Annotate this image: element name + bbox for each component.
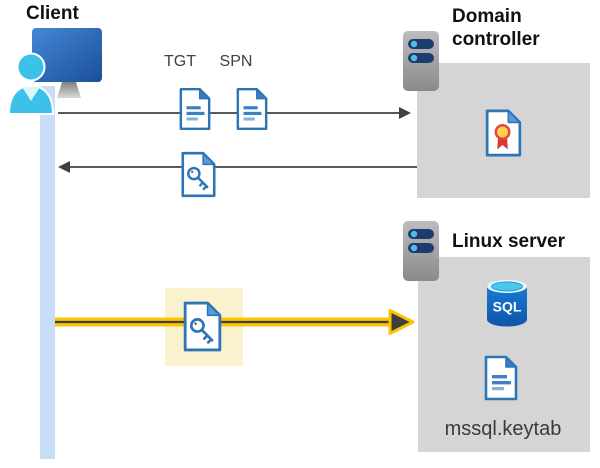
keytab-document-icon xyxy=(483,354,519,402)
key-document-icon xyxy=(180,150,217,199)
client-lifeline xyxy=(40,86,55,459)
key-document-highlighted-icon xyxy=(182,300,223,353)
spn-label: SPN xyxy=(219,53,253,70)
tgt-label: TGT xyxy=(164,53,196,70)
arrow-ticket-request xyxy=(58,107,411,119)
linux-server-label: Linux server xyxy=(452,231,565,252)
linux-server-server-icon xyxy=(402,220,440,282)
certificate-icon xyxy=(484,108,523,158)
sql-database-icon: SQL xyxy=(487,280,527,327)
user-at-computer-icon xyxy=(7,28,102,115)
keytab-file-label: mssql.keytab xyxy=(444,418,562,440)
domain-controller-label: Domain controller xyxy=(452,6,540,50)
domain-controller-server-icon xyxy=(402,30,440,92)
arrow-ticket-response xyxy=(58,161,417,173)
client-label: Client xyxy=(26,3,79,24)
sql-database-label: SQL xyxy=(493,299,522,315)
spn-document-icon xyxy=(235,86,269,132)
tgt-document-icon xyxy=(178,86,212,132)
arrow-sql-connection xyxy=(55,309,415,335)
